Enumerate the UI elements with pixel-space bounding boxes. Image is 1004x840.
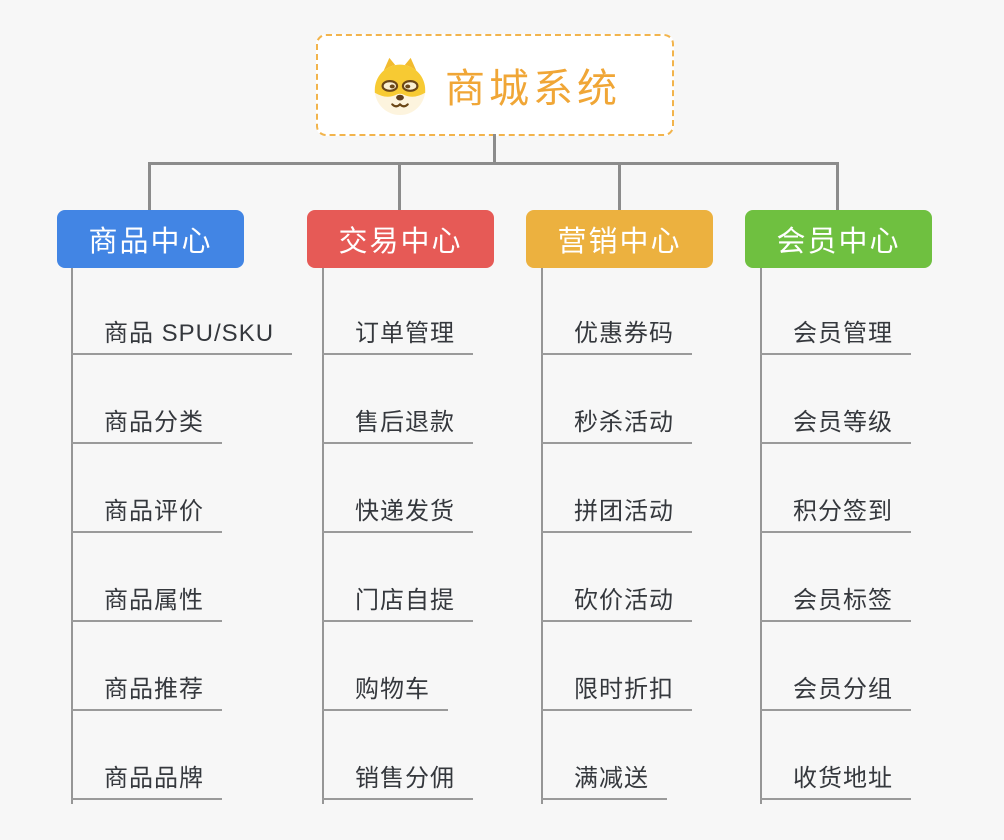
root-node-mall-system[interactable]: 商城系统 [316, 34, 674, 136]
connector-drop-product [148, 164, 151, 210]
branch-node-marketing-center[interactable]: 营销中心 [526, 210, 713, 268]
child-node-product-spu-sku[interactable]: 商品 SPU/SKU [71, 320, 293, 355]
child-node-express-delivery[interactable]: 快递发货 [322, 498, 473, 533]
child-node-shipping-address[interactable]: 收货地址 [760, 765, 911, 800]
branch-node-trade-center[interactable]: 交易中心 [307, 210, 494, 268]
child-node-coupon-code[interactable]: 优惠券码 [541, 320, 692, 355]
connector-drop-trade [398, 164, 401, 210]
connector-spine-trade [322, 268, 324, 804]
connector-drop-marketing [618, 164, 621, 210]
connector-bus-line [148, 162, 839, 165]
child-node-aftersale-refund[interactable]: 售后退款 [322, 409, 473, 444]
branch-node-member-center[interactable]: 会员中心 [745, 210, 932, 268]
child-node-product-recommend[interactable]: 商品推荐 [71, 676, 222, 711]
child-node-limited-discount[interactable]: 限时折扣 [541, 676, 692, 711]
dog-face-icon [374, 57, 426, 116]
child-node-group-buy[interactable]: 拼团活动 [541, 498, 692, 533]
child-node-member-group[interactable]: 会员分组 [760, 676, 911, 711]
connector-root-stub [493, 134, 496, 163]
child-node-member-management[interactable]: 会员管理 [760, 320, 911, 355]
child-node-bargain-activity[interactable]: 砍价活动 [541, 587, 692, 622]
child-node-points-checkin[interactable]: 积分签到 [760, 498, 911, 533]
connector-spine-marketing [541, 268, 543, 804]
child-node-product-brand[interactable]: 商品品牌 [71, 765, 222, 800]
child-node-order-management[interactable]: 订单管理 [322, 320, 473, 355]
child-node-member-tag[interactable]: 会员标签 [760, 587, 911, 622]
child-node-shopping-cart[interactable]: 购物车 [322, 676, 448, 711]
child-node-store-pickup[interactable]: 门店自提 [322, 587, 473, 622]
branch-node-product-center[interactable]: 商品中心 [57, 210, 244, 268]
child-node-spend-save[interactable]: 满减送 [541, 765, 667, 800]
child-node-product-attribute[interactable]: 商品属性 [71, 587, 222, 622]
child-node-sales-commission[interactable]: 销售分佣 [322, 765, 473, 800]
root-node-label: 商城系统 [445, 67, 621, 111]
child-node-product-category[interactable]: 商品分类 [71, 409, 222, 444]
connector-spine-product [71, 268, 73, 804]
child-node-flash-sale[interactable]: 秒杀活动 [541, 409, 692, 444]
connector-spine-member [760, 268, 762, 804]
connector-drop-member [836, 164, 839, 210]
child-node-product-review[interactable]: 商品评价 [71, 498, 222, 533]
child-node-member-level[interactable]: 会员等级 [760, 409, 911, 444]
